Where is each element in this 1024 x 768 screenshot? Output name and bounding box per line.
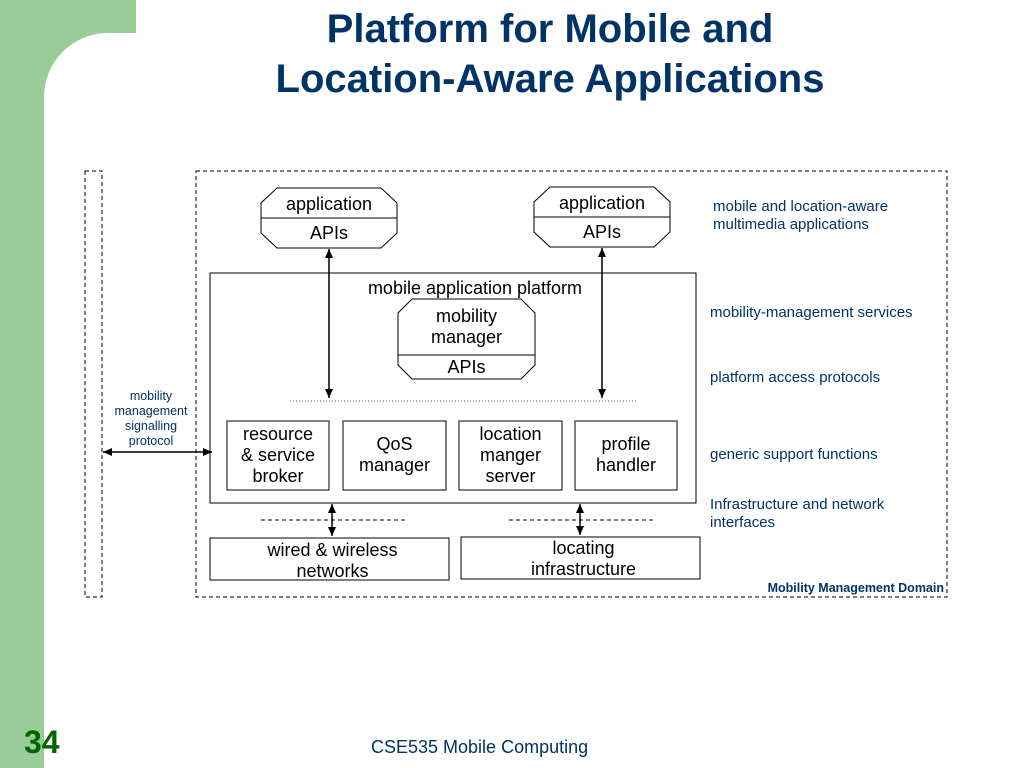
qos-manager-label: QoS manager (343, 434, 446, 476)
resource-broker-line1: resource (242, 424, 314, 444)
domain-label: Mobility Management Domain (767, 581, 944, 595)
platform-title: mobile application platform (367, 278, 583, 298)
signalling-protocol-line2: management (114, 404, 188, 418)
location-server-line1: location (479, 424, 542, 444)
mobile-application-platform-box (209, 272, 697, 504)
location-server-label: location manger server (459, 424, 562, 487)
qos-manager-box (342, 420, 447, 491)
application-right-apis-label: APIs (582, 222, 621, 242)
slide-title-line1: Platform for Mobile and (326, 7, 774, 51)
layer-label-applications-line1: mobile and location-aware (713, 198, 889, 215)
signalling-protocol-line3: signalling (124, 419, 178, 433)
sidebar-bar (0, 0, 44, 768)
resource-broker-box (226, 420, 330, 491)
signalling-protocol-line1: mobility (129, 389, 173, 403)
sidebar-top-band (44, 0, 136, 33)
locating-line2: infrastructure (530, 559, 637, 579)
layer-label-access: platform access protocols (710, 369, 881, 386)
profile-handler-line2: handler (595, 455, 657, 475)
locating-infrastructure-box (460, 536, 701, 580)
location-server-box (458, 420, 563, 491)
mobility-manager-octagon (397, 298, 536, 380)
slide-title: Platform for Mobile and Location-Aware A… (150, 4, 950, 104)
mobility-manager-line2: manager (430, 327, 503, 347)
signalling-protocol-line4: protocol (128, 434, 174, 448)
sidebar-corner-curve (44, 33, 172, 161)
qos-manager-line1: QoS (376, 434, 413, 454)
application-left-apis-label: APIs (309, 223, 348, 243)
mobility-manager-apis-label: APIs (447, 357, 486, 377)
layer-label-generic: generic support functions (710, 446, 878, 463)
networks-line1: wired & wireless (267, 540, 398, 560)
layer-label-applications: mobile and location-aware multimedia app… (713, 198, 888, 234)
networks-label: wired & wireless networks (210, 540, 455, 582)
profile-handler-box (574, 420, 678, 491)
layer-label-services: mobility-management services (710, 304, 913, 321)
slide-title-line2: Location-Aware Applications (275, 57, 825, 101)
profile-handler-line1: profile (601, 434, 651, 454)
footer-course: CSE535 Mobile Computing (371, 737, 589, 757)
layer-label-infrastructure-line2: interfaces (710, 514, 776, 531)
locating-label: locating infrastructure (461, 538, 706, 580)
location-server-line2: manger (479, 445, 542, 465)
profile-handler-label: profile handler (575, 434, 677, 476)
locating-line1: locating (552, 538, 615, 558)
signalling-protocol-label: mobility management signalling protocol (100, 389, 202, 449)
page-number: 34 (24, 724, 60, 760)
signalling-column (84, 170, 103, 598)
layer-label-applications-line2: multimedia applications (713, 216, 869, 233)
layer-label-infrastructure: Infrastructure and network interfaces (710, 496, 884, 532)
networks-line2: networks (296, 561, 369, 581)
mobility-manager-line1: mobility (435, 306, 497, 326)
application-right-label: application (558, 193, 646, 213)
resource-broker-label: resource & service broker (227, 424, 329, 487)
resource-broker-line2: & service (240, 445, 316, 465)
location-server-line3: server (485, 466, 536, 486)
application-left-label: application (285, 194, 373, 214)
resource-broker-line3: broker (252, 466, 304, 486)
layer-label-infrastructure-line1: Infrastructure and network (710, 496, 885, 513)
qos-manager-line2: manager (358, 455, 431, 475)
networks-box (209, 537, 450, 581)
